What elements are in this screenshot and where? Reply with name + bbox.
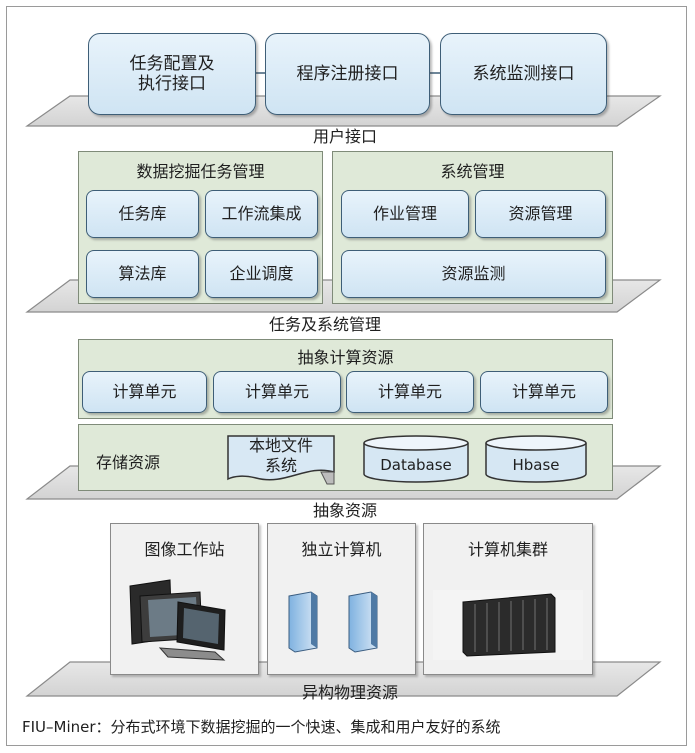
compute-unit-box: 计算单元	[82, 371, 207, 413]
resource-management-box: 资源管理	[475, 190, 606, 238]
local-file-system-label: 本地文件 系统	[248, 436, 313, 475]
layer-label-user-interface: 用户接口	[312, 127, 377, 146]
task-library-box: 任务库	[86, 190, 199, 238]
resource-monitoring-box: 资源监测	[341, 250, 606, 298]
storage-resource-label: 存储资源	[96, 453, 161, 472]
figure-caption: FIU–Miner：分布式环境下数据挖掘的一个快速、集成和用户友好的系统	[22, 718, 501, 736]
workstation-icon	[129, 579, 226, 661]
hbase-cylinder-icon	[485, 435, 587, 483]
workflow-integration-box: 工作流集成	[205, 190, 318, 238]
compute-unit-box: 计算单元	[346, 371, 474, 413]
abstract-compute-panel-title: 抽象计算资源	[297, 348, 394, 367]
enterprise-scheduling-box: 企业调度	[205, 250, 318, 298]
layer-label-physical-resources: 异构物理资源	[301, 683, 398, 702]
layer-label-task-system: 任务及系统管理	[268, 315, 381, 334]
compute-unit-box: 计算单元	[480, 371, 608, 413]
task-config-interface-box: 任务配置及 执行接口	[88, 33, 256, 115]
computer-cluster-title: 计算机集群	[467, 540, 548, 559]
program-register-interface-box: 程序注册接口	[265, 33, 430, 115]
database-label: Database	[380, 456, 452, 474]
standalone-computer-icon	[288, 591, 378, 653]
job-management-box: 作业管理	[341, 190, 469, 238]
local-file-system-icon	[227, 435, 335, 485]
database-cylinder-icon	[363, 435, 469, 483]
mining-task-panel-title: 数据挖掘任务管理	[136, 162, 265, 181]
layer-label-abstract-resources: 抽象资源	[312, 501, 377, 520]
image-workstation-title: 图像工作站	[144, 540, 225, 559]
computer-cluster-icon	[433, 590, 583, 660]
compute-unit-box: 计算单元	[213, 371, 341, 413]
algorithm-library-box: 算法库	[86, 250, 199, 298]
system-management-panel-title: 系统管理	[440, 162, 505, 181]
hbase-label: Hbase	[512, 456, 560, 474]
system-monitor-interface-box: 系统监测接口	[440, 33, 607, 115]
standalone-computer-title: 独立计算机	[301, 540, 382, 559]
